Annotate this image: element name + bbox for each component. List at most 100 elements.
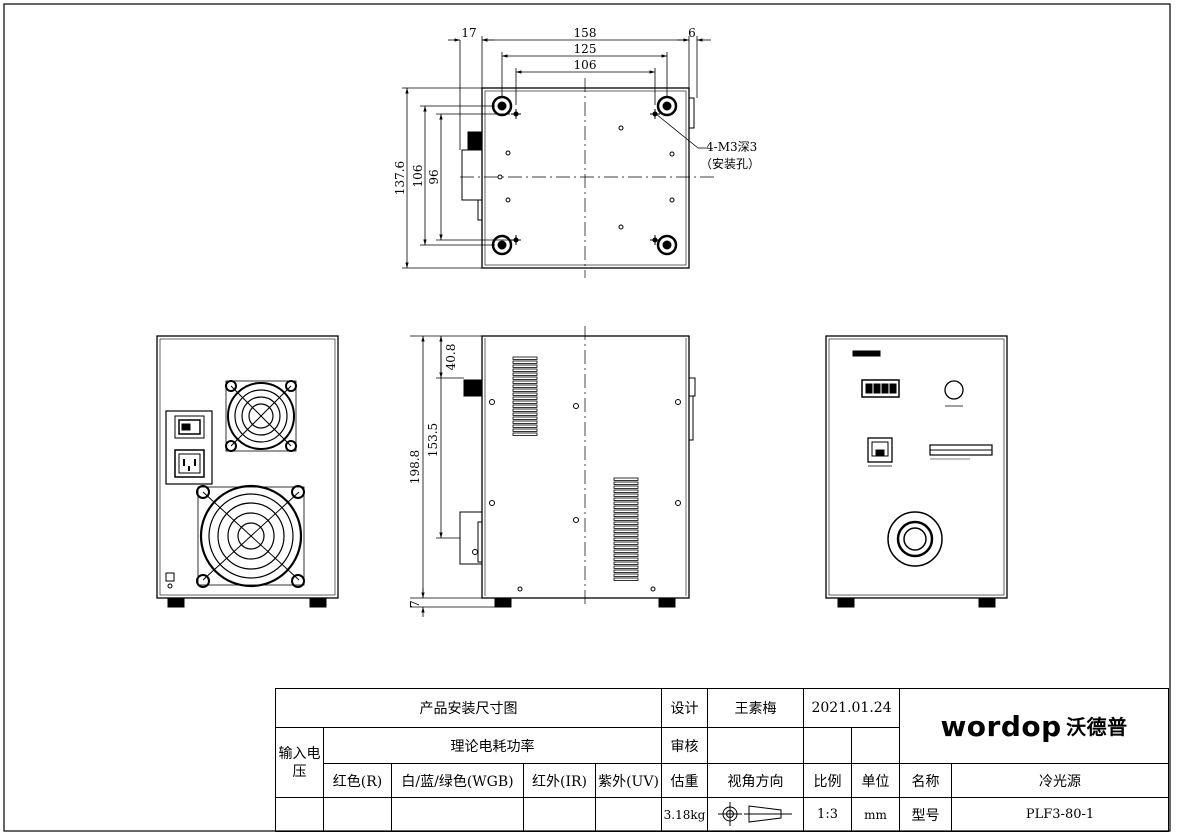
vent-slot bbox=[613, 537, 639, 541]
mounting-foot bbox=[491, 95, 678, 256]
vent-slot bbox=[512, 364, 538, 368]
designer-name: 王素梅 bbox=[707, 688, 805, 728]
vent-slot bbox=[512, 424, 538, 428]
vent-slot bbox=[613, 553, 639, 557]
vent-slot bbox=[613, 561, 639, 565]
dim-158: 158 bbox=[574, 26, 597, 40]
vent-slot bbox=[613, 577, 639, 581]
view-label: 视角方向 bbox=[707, 763, 805, 798]
col-wgb: 白/蓝/绿色(WGB) bbox=[391, 763, 524, 798]
vent-slot bbox=[512, 392, 538, 396]
dim-17: 17 bbox=[461, 26, 476, 40]
scale-value: 1:3 bbox=[803, 797, 853, 832]
hole-spec-note: 4-M3深3 bbox=[706, 140, 757, 154]
col-uv: 紫外(UV) bbox=[594, 763, 663, 798]
scale-label: 比例 bbox=[803, 763, 853, 798]
rear-view bbox=[156, 335, 339, 608]
dim-125: 125 bbox=[574, 42, 597, 56]
hole-desc-note: （安装孔） bbox=[700, 156, 760, 171]
wgb-value bbox=[391, 797, 524, 832]
vent-slot bbox=[512, 396, 538, 400]
top-view-dimensions bbox=[402, 36, 711, 269]
vent-slot bbox=[512, 360, 538, 364]
vent-slot bbox=[613, 497, 639, 501]
dim-96: 96 bbox=[427, 169, 441, 184]
vent-slot bbox=[512, 356, 538, 360]
vent-slot bbox=[512, 372, 538, 376]
view-symbol-cell bbox=[707, 797, 805, 832]
vent-slot bbox=[613, 565, 639, 569]
vent-slot bbox=[512, 416, 538, 420]
unit-value: mm bbox=[851, 797, 901, 832]
vent-slot bbox=[613, 509, 639, 513]
vent-slot bbox=[613, 545, 639, 549]
uv-value bbox=[594, 797, 663, 832]
dim-40-8: 40.8 bbox=[444, 344, 458, 371]
vent-slot bbox=[613, 485, 639, 489]
unit-label: 单位 bbox=[851, 763, 901, 798]
vent-slot bbox=[613, 529, 639, 533]
vent-slot bbox=[512, 428, 538, 432]
name-label: 名称 bbox=[899, 763, 953, 798]
dim-153-5: 153.5 bbox=[426, 423, 440, 457]
model-value: PLF3-80-1 bbox=[951, 797, 1170, 832]
side-view-dimensions bbox=[410, 335, 495, 617]
vent-slot bbox=[613, 517, 639, 521]
dim-6: 6 bbox=[688, 26, 696, 40]
vent-slot bbox=[512, 368, 538, 372]
vent-slot bbox=[512, 376, 538, 380]
vent-slot bbox=[512, 420, 538, 424]
dim-106-left: 106 bbox=[411, 165, 425, 188]
knob-icon bbox=[944, 380, 964, 407]
fan-grille-icon bbox=[225, 380, 297, 452]
vent-slot bbox=[512, 432, 538, 436]
logo-mark-icon bbox=[852, 350, 881, 357]
terminal-block-icon bbox=[929, 444, 993, 460]
vent-slot bbox=[613, 489, 639, 493]
weight-value: 3.18kg bbox=[661, 797, 709, 832]
reviewer-cell bbox=[707, 727, 805, 764]
red-value bbox=[323, 797, 392, 832]
vent-slot bbox=[512, 412, 538, 416]
logo-cn: 沃德普 bbox=[1066, 714, 1128, 739]
vent-slot bbox=[613, 505, 639, 509]
dim-106-top: 106 bbox=[574, 58, 597, 72]
vent-slot bbox=[613, 501, 639, 505]
ac-socket-icon bbox=[174, 449, 205, 478]
col-ir: 红外(IR) bbox=[523, 763, 596, 798]
vent-slot bbox=[613, 525, 639, 529]
display-icon bbox=[861, 379, 900, 398]
vent-slot bbox=[613, 541, 639, 545]
ethernet-port-icon bbox=[867, 437, 893, 467]
power-switch-icon bbox=[165, 410, 213, 485]
vent-slot bbox=[613, 481, 639, 485]
vent-slot bbox=[512, 380, 538, 384]
product-title: 产品安装尺寸图 bbox=[274, 688, 663, 728]
title-block: 产品安装尺寸图 设计 王素梅 2021.01.24 wordop 沃德普 输入电… bbox=[274, 688, 1170, 832]
vent-slot bbox=[613, 533, 639, 537]
vent-slot bbox=[613, 521, 639, 525]
front-view bbox=[825, 335, 1008, 608]
logo-text: wordop bbox=[940, 709, 1062, 743]
model-label: 型号 bbox=[899, 797, 953, 832]
vent-slot bbox=[512, 388, 538, 392]
brand-logo: wordop 沃德普 bbox=[899, 688, 1170, 764]
vent-slot bbox=[512, 408, 538, 412]
vent-slot bbox=[613, 477, 639, 481]
fiber-port-icon bbox=[887, 511, 943, 567]
vent-slot bbox=[613, 493, 639, 497]
dim-198-8: 198.8 bbox=[408, 450, 422, 484]
review-label: 审核 bbox=[661, 727, 709, 764]
vent-slot bbox=[512, 400, 538, 404]
vent-slot bbox=[512, 404, 538, 408]
dim-137-6: 137.6 bbox=[393, 161, 407, 195]
fan-grille-icon bbox=[196, 484, 305, 588]
power-title: 理论电耗功率 bbox=[322, 727, 663, 764]
side-view bbox=[459, 326, 696, 608]
vent-slots bbox=[512, 356, 639, 581]
col-red: 红色(R) bbox=[323, 763, 392, 798]
vent-slot bbox=[512, 384, 538, 388]
review-date-cell bbox=[803, 727, 853, 764]
review-extra-cell bbox=[851, 727, 901, 764]
